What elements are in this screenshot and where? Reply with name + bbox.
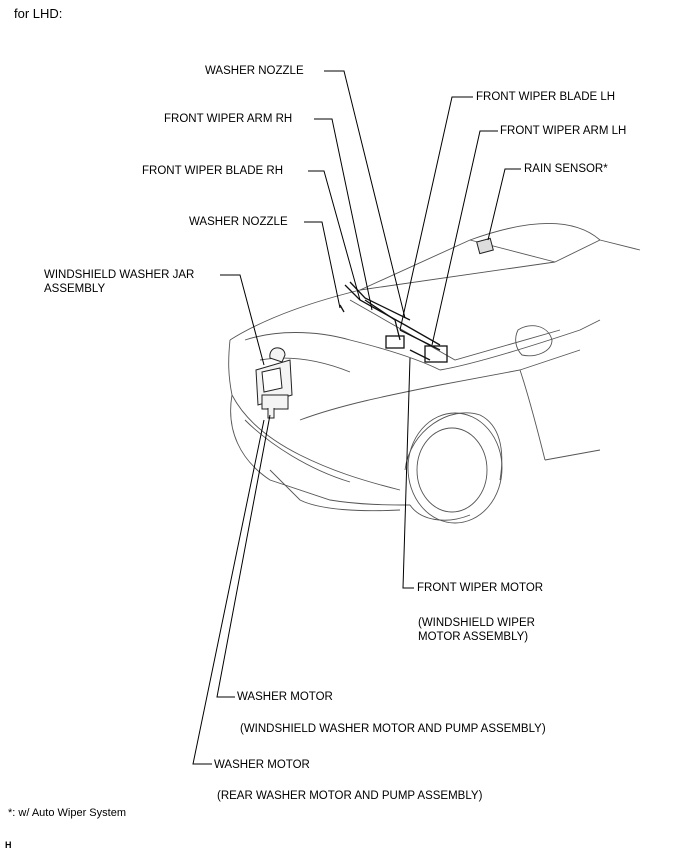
footnote: *: w/ Auto Wiper System (8, 807, 126, 819)
label-front-wiper-blade-lh: FRONT WIPER BLADE LH (476, 91, 616, 103)
label-washer-motor-1-sub: (WINDSHIELD WASHER MOTOR AND PUMP ASSEMB… (240, 723, 546, 735)
label-front-wiper-arm-rh: FRONT WIPER ARM RH (164, 113, 293, 125)
label-rain-sensor: RAIN SENSOR* (524, 163, 608, 175)
label-washer-nozzle-top: WASHER NOZZLE (205, 65, 304, 77)
car-body-outline (228, 223, 641, 524)
label-washer-nozzle-mid: WASHER NOZZLE (189, 216, 288, 228)
washer-jar-part (255, 347, 293, 419)
label-front-wiper-arm-lh: FRONT WIPER ARM LH (500, 125, 627, 137)
rain-sensor-part (476, 237, 494, 255)
label-washer-motor-2-sub: (REAR WASHER MOTOR AND PUMP ASSEMBLY) (217, 790, 483, 802)
label-washer-jar-line2: ASSEMBLY (44, 283, 106, 295)
leader-lines (192, 70, 521, 765)
label-front-wiper-blade-rh: FRONT WIPER BLADE RH (142, 165, 283, 177)
label-front-wiper-motor-sub1: (WINDSHIELD WIPER (418, 617, 535, 629)
diagram-header: for LHD: (14, 6, 63, 21)
label-washer-jar-line1: WINDSHIELD WASHER JAR (44, 269, 195, 281)
wiper-assembly (339, 281, 448, 363)
figure-code: H (5, 840, 12, 850)
label-front-wiper-motor: FRONT WIPER MOTOR (417, 582, 544, 594)
label-front-wiper-motor-sub2: MOTOR ASSEMBLY) (418, 631, 529, 643)
label-washer-motor-2: WASHER MOTOR (214, 759, 310, 771)
label-washer-motor-1: WASHER MOTOR (237, 691, 333, 703)
